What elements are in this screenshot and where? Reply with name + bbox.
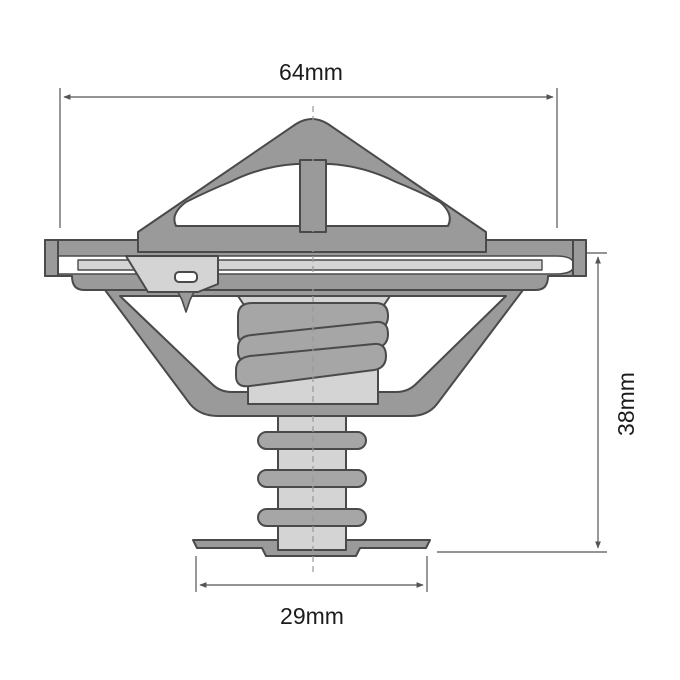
jiggle-valve-stem (177, 291, 195, 313)
height-label: 38mm (613, 372, 639, 436)
flange-right-edge (572, 239, 587, 277)
jiggle-valve-pin (174, 271, 198, 283)
thermostat-body (44, 118, 587, 557)
lower-spring (257, 431, 367, 527)
upper-spring (235, 302, 389, 388)
jiggle-valve-body (125, 255, 219, 293)
top-width-label: 64mm (279, 59, 343, 85)
flange-left-edge (44, 239, 59, 277)
frame-cage (104, 289, 524, 417)
dimension-lines (59, 88, 607, 592)
bottom-width-label: 29mm (280, 603, 344, 629)
flange-seal-band (77, 259, 543, 271)
